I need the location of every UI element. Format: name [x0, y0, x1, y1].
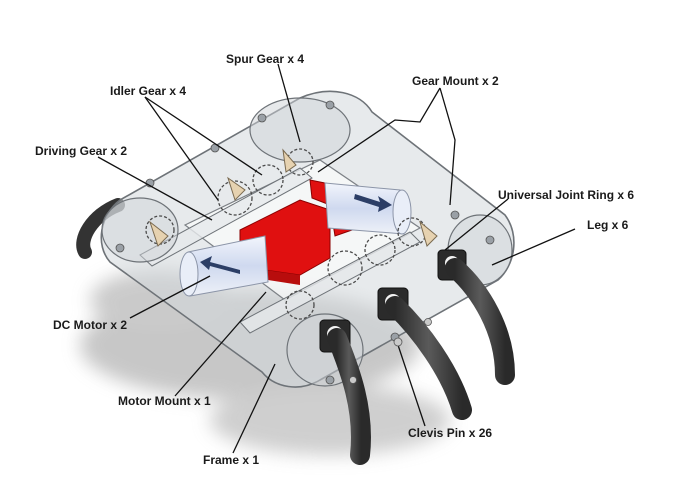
label-driving-gear: Driving Gear x 2	[35, 144, 128, 158]
label-universal-joint-ring: Universal Joint Ring x 6	[498, 188, 635, 202]
label-idler-gear: Idler Gear x 4	[110, 84, 187, 98]
label-frame: Frame x 1	[203, 453, 260, 467]
clevis-pins	[349, 318, 432, 384]
direction-arrow-left	[200, 256, 240, 274]
leader-lines	[97, 63, 576, 454]
label-clevis-pin: Clevis Pin x 26	[408, 426, 493, 440]
dc-motor-back	[324, 182, 412, 235]
label-gear-mount: Gear Mount x 2	[412, 74, 499, 88]
label-spur-gear: Spur Gear x 4	[226, 52, 305, 66]
direction-arrow-right	[354, 194, 392, 212]
label-motor-mount: Motor Mount x 1	[118, 394, 211, 408]
label-dc-motor: DC Motor x 2	[53, 318, 128, 332]
universal-joint-cones	[149, 148, 438, 247]
legs	[327, 258, 515, 465]
label-leg: Leg x 6	[587, 218, 629, 232]
